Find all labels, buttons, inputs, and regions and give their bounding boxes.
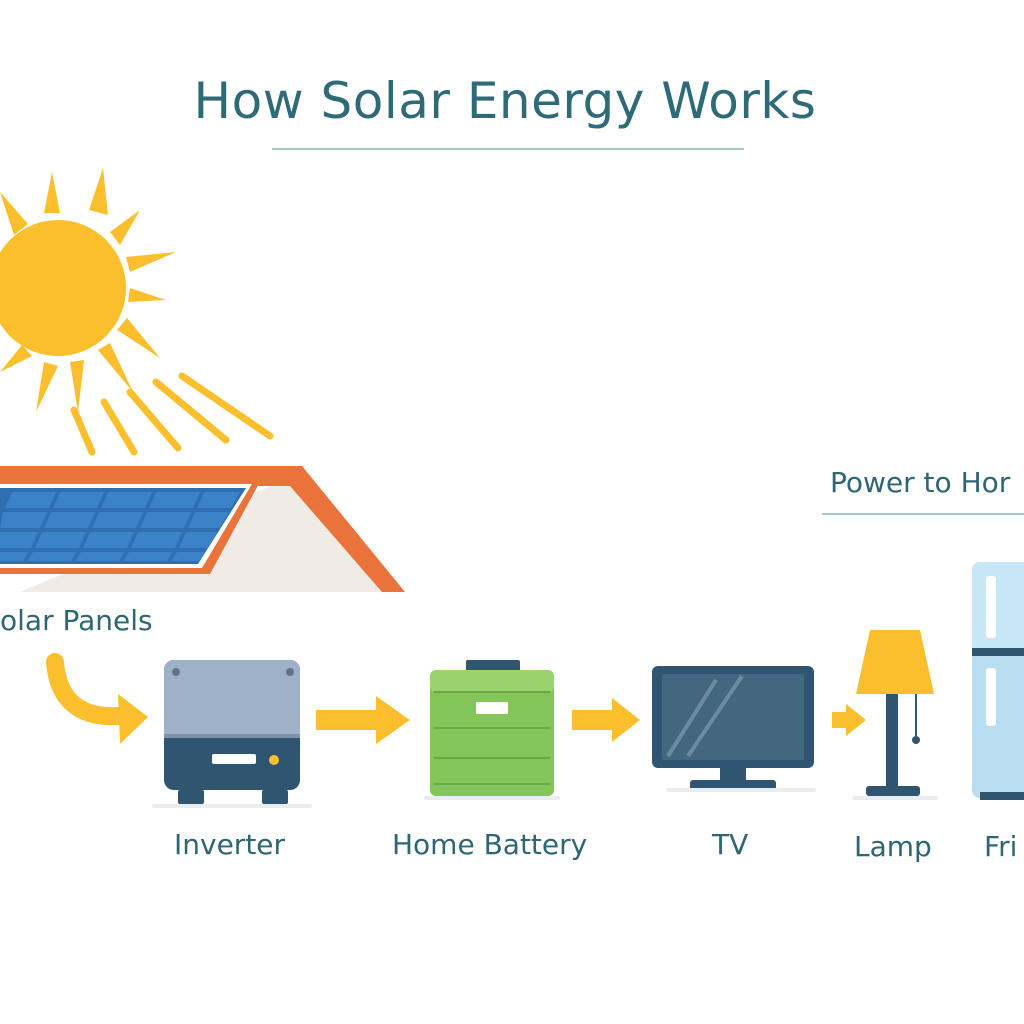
node-label-lamp: Lamp xyxy=(854,830,932,863)
sun-icon xyxy=(0,168,274,456)
lamp-icon xyxy=(852,630,938,800)
arrow-icon xyxy=(46,653,148,744)
arrow-icon xyxy=(316,696,410,744)
arrow-icon xyxy=(572,698,640,742)
inverter-icon xyxy=(152,660,312,808)
battery-icon xyxy=(424,660,560,800)
section-divider xyxy=(822,513,1024,515)
solar-panel-icon xyxy=(0,478,262,574)
node-label-home-battery: Home Battery xyxy=(392,828,588,861)
fridge-icon xyxy=(972,562,1024,800)
node-label-solar-panels: olar Panels xyxy=(0,604,153,637)
tv-icon xyxy=(652,666,816,792)
node-label-inverter: Inverter xyxy=(174,828,286,861)
node-label-tv: TV xyxy=(712,828,749,861)
node-label-fridge: Fri xyxy=(984,830,1018,863)
section-label-power-to-home: Power to Hor xyxy=(830,466,1011,499)
arrow-icon xyxy=(832,704,866,736)
diagram-title: How Solar Energy Works xyxy=(193,72,817,130)
title-divider xyxy=(272,148,744,150)
